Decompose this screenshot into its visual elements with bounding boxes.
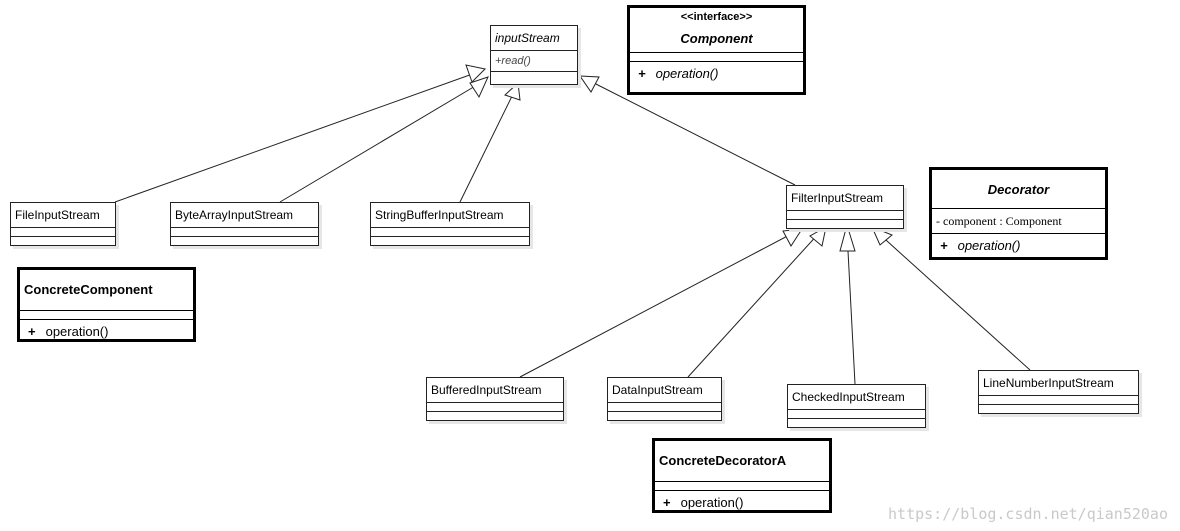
class-buffered-input-stream[interactable]: BufferedInputStream xyxy=(426,377,564,421)
arrowhead-data xyxy=(809,226,827,247)
class-name: Decorator xyxy=(987,182,1050,197)
arrowhead-bytearray xyxy=(469,76,489,99)
method-name: operation() xyxy=(957,238,1021,253)
class-name: inputStream xyxy=(491,26,577,51)
arrowhead-buffered xyxy=(782,228,803,247)
method-operation: + operation() xyxy=(932,234,1105,258)
visibility-symbol: + xyxy=(638,66,646,81)
class-string-buffer-input-stream[interactable]: StringBufferInputStream xyxy=(370,202,530,246)
arrowhead-file xyxy=(465,64,487,83)
attribute-component: - component : Component xyxy=(932,209,1105,234)
class-name: CheckedInputStream xyxy=(788,385,925,410)
method-operation: + operation() xyxy=(655,491,829,515)
method-name: operation() xyxy=(655,66,719,81)
arrowhead-stringbuffer xyxy=(504,81,521,101)
class-name: FileInputStream xyxy=(11,203,115,228)
class-name: FilterInputStream xyxy=(787,186,903,211)
arrowhead-filter xyxy=(579,75,600,93)
legend-decorator[interactable]: Decorator - component : Component + opera… xyxy=(929,167,1108,260)
watermark-url: https://blog.csdn.net/qian520ao xyxy=(888,505,1168,523)
class-name: ConcreteDecoratorA xyxy=(655,441,829,482)
visibility-symbol: + xyxy=(28,324,36,339)
legend-component[interactable]: <<interface>> Component + operation() xyxy=(627,5,806,95)
class-name: ConcreteComponent xyxy=(20,270,193,311)
method-name: operation() xyxy=(45,324,109,339)
class-name: ByteArrayInputStream xyxy=(171,203,318,228)
legend-concrete-component[interactable]: ConcreteComponent + operation() xyxy=(17,267,196,342)
class-name: BufferedInputStream xyxy=(427,378,563,403)
visibility-symbol: + xyxy=(940,238,948,253)
class-name: Component xyxy=(680,31,753,46)
class-checked-input-stream[interactable]: CheckedInputStream xyxy=(787,384,926,428)
arrowhead-checked xyxy=(839,223,856,252)
class-name: StringBufferInputStream xyxy=(371,203,529,228)
class-name: LineNumberInputStream xyxy=(979,371,1138,396)
method-name: operation() xyxy=(680,495,744,510)
class-data-input-stream[interactable]: DataInputStream xyxy=(607,377,722,421)
class-line-number-input-stream[interactable]: LineNumberInputStream xyxy=(978,370,1139,414)
class-byte-array-input-stream[interactable]: ByteArrayInputStream xyxy=(170,202,319,246)
class-name: DataInputStream xyxy=(608,378,721,403)
arrowhead-linenumber xyxy=(871,226,893,246)
class-input-stream[interactable]: inputStream +read() xyxy=(490,25,578,85)
class-file-input-stream[interactable]: FileInputStream xyxy=(10,202,116,246)
class-filter-input-stream[interactable]: FilterInputStream xyxy=(786,185,904,229)
visibility-symbol: + xyxy=(663,495,671,510)
method-read: +read() xyxy=(491,51,577,72)
stereotype-label: <<interface>> xyxy=(680,11,753,23)
legend-concrete-decorator[interactable]: ConcreteDecoratorA + operation() xyxy=(652,438,832,513)
method-operation: + operation() xyxy=(20,320,193,344)
method-operation: + operation() xyxy=(630,62,803,86)
